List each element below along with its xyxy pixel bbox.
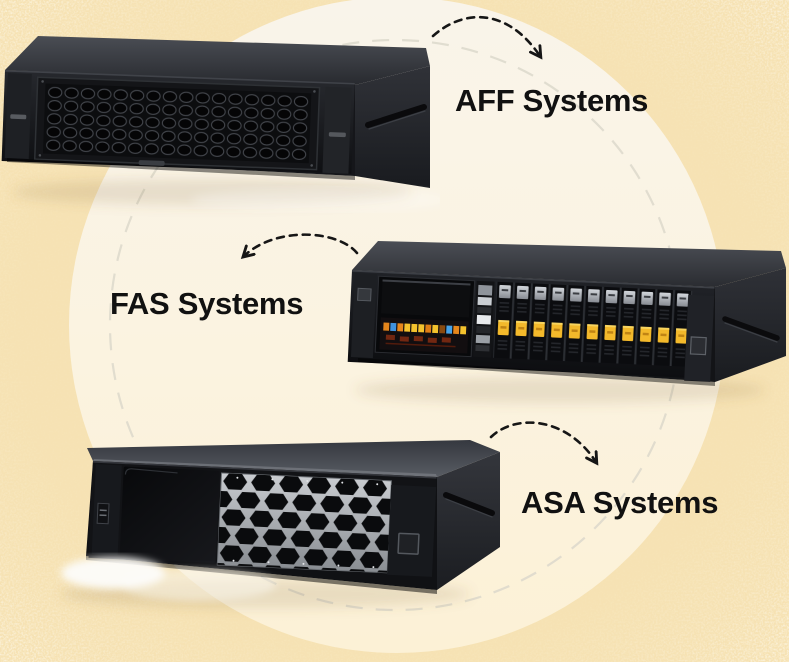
- aff-oval-grille: [45, 85, 310, 162]
- aff-right-ear: [322, 86, 352, 174]
- aff-bottom-latch: [138, 160, 165, 166]
- asa-left-ear-latch: [96, 502, 110, 525]
- fas-front-detail: [347, 270, 715, 382]
- aff-systems-label: AFF Systems: [455, 83, 649, 118]
- fas-right-ear-latch: [689, 336, 707, 356]
- asa-right-strip: [387, 484, 437, 577]
- fas-port-leds: [383, 322, 467, 335]
- fas-drive-bays: [493, 281, 693, 367]
- asa-right-button: [397, 532, 420, 555]
- asa-front-detail: [88, 461, 437, 577]
- aff-side-groove: [365, 104, 427, 128]
- fas-side-face: [715, 268, 786, 382]
- aff-device-illustration: [1, 36, 440, 212]
- fas-cable-traces: [385, 334, 456, 348]
- fas-top-face: [352, 241, 786, 287]
- aff-right-ear-slot: [328, 132, 346, 138]
- asa-systems-label: ASA Systems: [521, 485, 719, 520]
- asa-side-groove: [443, 492, 495, 516]
- aff-side-face: [355, 66, 430, 188]
- fas-psu-latches: [475, 284, 493, 352]
- aff-front-detail: [1, 70, 355, 174]
- fas-display-panel: [381, 279, 471, 318]
- asa-side-face: [437, 452, 500, 590]
- asa-top-face: [87, 440, 500, 477]
- fas-device-illustration: [347, 241, 786, 386]
- fas-left-ear: [350, 273, 377, 359]
- asa-white-smudge: [61, 557, 276, 601]
- aff-left-ear-slot: [10, 114, 27, 120]
- aff-top-face: [5, 36, 430, 85]
- asa-device-illustration: [61, 440, 500, 601]
- aff-floor-reflection: [190, 188, 440, 212]
- asa-hex-holes: [217, 472, 392, 573]
- fas-systems-label: FAS Systems: [110, 286, 304, 321]
- asa-mesh-rivets: [232, 476, 379, 569]
- asa-door-panel: [119, 466, 220, 563]
- fas-side-groove: [722, 316, 780, 341]
- fas-left-ear-latch: [357, 287, 372, 302]
